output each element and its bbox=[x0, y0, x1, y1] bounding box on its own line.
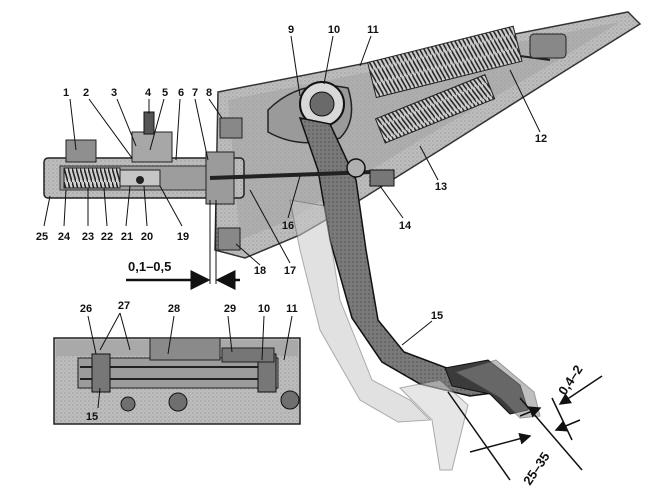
inset-label-15: 15 bbox=[86, 411, 98, 423]
inset-label-29: 29 bbox=[224, 303, 236, 315]
free-play-dimension-value: 0,4–2 bbox=[555, 362, 586, 397]
label-13: 13 bbox=[435, 181, 447, 193]
gap-dimension-value: 0,1–0,5 bbox=[128, 259, 171, 274]
pedal-ghost-positions bbox=[289, 199, 541, 471]
inset-label-11: 11 bbox=[286, 303, 298, 315]
label-10: 10 bbox=[328, 24, 340, 36]
label-8: 8 bbox=[206, 87, 212, 99]
leader-lines bbox=[43, 35, 541, 409]
label-16: 16 bbox=[282, 220, 294, 232]
label-4: 4 bbox=[145, 87, 152, 99]
inset-label-10: 10 bbox=[258, 303, 270, 315]
push-rod-eye bbox=[346, 158, 366, 178]
label-17: 17 bbox=[284, 265, 296, 277]
stop-bolt bbox=[369, 169, 395, 187]
label-19: 19 bbox=[177, 231, 189, 243]
inset-label-28: 28 bbox=[168, 303, 180, 315]
label-11: 11 bbox=[367, 24, 379, 36]
label-7: 7 bbox=[192, 87, 198, 99]
callout-labels: 1 2 3 4 5 6 7 8 9 10 11 12 13 14 15 16 1… bbox=[36, 24, 547, 423]
inset-label-26: 26 bbox=[80, 303, 92, 315]
label-18: 18 bbox=[254, 265, 266, 277]
label-6: 6 bbox=[178, 87, 184, 99]
label-23: 23 bbox=[82, 231, 94, 243]
label-24: 24 bbox=[58, 231, 71, 243]
travel-dimension-value: 25–35 bbox=[520, 449, 553, 487]
travel-dimension bbox=[447, 375, 603, 481]
label-22: 22 bbox=[101, 231, 113, 243]
label-9: 9 bbox=[288, 24, 294, 36]
label-25: 25 bbox=[36, 231, 48, 243]
label-5: 5 bbox=[162, 87, 168, 99]
label-3: 3 bbox=[111, 87, 117, 99]
pedal-return-spring bbox=[367, 25, 567, 99]
gap-indicator bbox=[126, 200, 240, 290]
shaft-inset bbox=[53, 337, 301, 425]
label-2: 2 bbox=[83, 87, 89, 99]
push-rod bbox=[209, 170, 373, 180]
label-12: 12 bbox=[535, 133, 547, 145]
label-15: 15 bbox=[431, 310, 443, 322]
label-14: 14 bbox=[399, 220, 412, 232]
label-20: 20 bbox=[141, 231, 153, 243]
inset-label-27: 27 bbox=[118, 300, 130, 312]
label-21: 21 bbox=[121, 231, 133, 243]
servo-spring bbox=[374, 74, 496, 144]
label-1: 1 bbox=[63, 87, 69, 99]
